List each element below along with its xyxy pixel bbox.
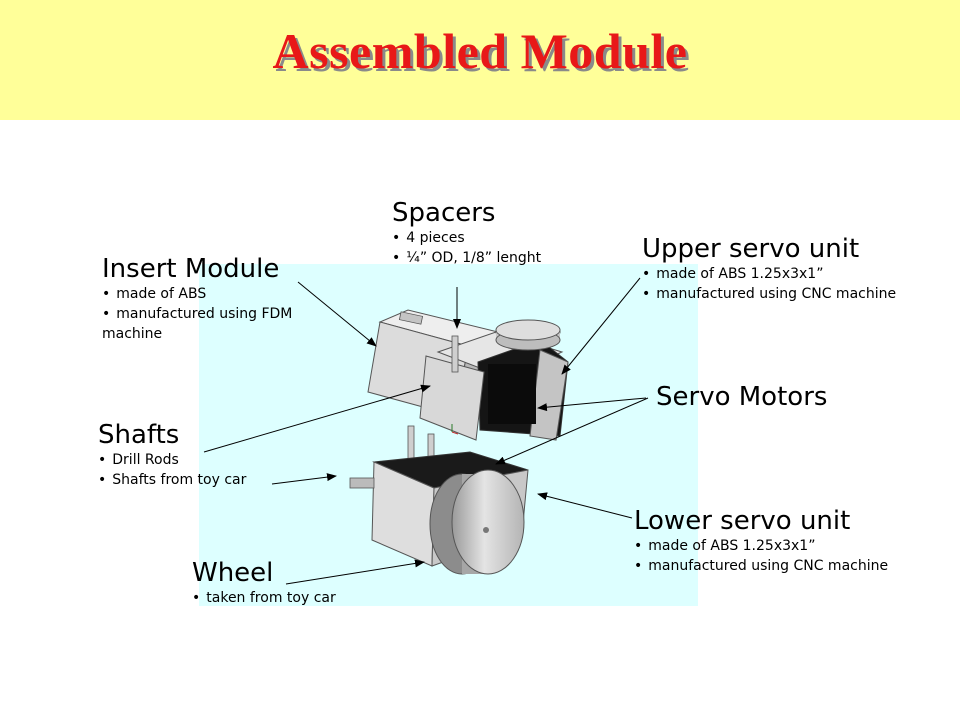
list-item: manufactured using CNC machine — [634, 556, 888, 576]
servo-motors-heading: Servo Motors — [656, 382, 828, 412]
list-item: Shafts from toy car — [98, 470, 246, 490]
spacers-part — [407, 335, 459, 469]
wheel-part — [429, 469, 525, 575]
list-item: taken from toy car — [192, 588, 335, 608]
list-item: manufactured using CNC machine — [642, 284, 896, 304]
insert-module-bullets: made of ABS manufactured using FDM machi… — [102, 284, 334, 344]
arrow-shafts-1 — [203, 384, 431, 453]
title-band — [0, 0, 960, 120]
arrow-servo-motors-2 — [495, 397, 649, 465]
spacers-label: Spacers 4 pieces ¼” OD, 1/8” lenght — [392, 198, 541, 268]
axis-triad-icon — [451, 424, 459, 435]
lower-servo-unit-bullets: made of ABS 1.25x3x1” manufactured using… — [634, 536, 888, 576]
spacers-bullets: 4 pieces ¼” OD, 1/8” lenght — [392, 228, 541, 268]
arrow-servo-motors-1 — [537, 397, 647, 412]
list-item: made of ABS 1.25x3x1” — [634, 536, 888, 556]
list-item: ¼” OD, 1/8” lenght — [392, 248, 541, 268]
shafts-label: Shafts Drill Rods Shafts from toy car — [98, 420, 246, 490]
upper-servo-unit-part — [419, 319, 569, 441]
list-item: Drill Rods — [98, 450, 246, 470]
arrow-shafts-2 — [271, 473, 337, 485]
servo-motors-label: Servo Motors — [656, 382, 827, 412]
insert-module-heading: Insert Module — [102, 254, 280, 284]
upper-servo-unit-bullets: made of ABS 1.25x3x1” manufactured using… — [642, 264, 896, 304]
spacers-heading: Spacers — [392, 198, 496, 228]
shafts-bullets: Drill Rods Shafts from toy car — [98, 450, 246, 490]
arrow-lower-servo — [537, 492, 633, 519]
wheel-heading: Wheel — [192, 558, 274, 588]
wheel-label: Wheel taken from toy car — [192, 558, 336, 608]
list-item: made of ABS 1.25x3x1” — [642, 264, 896, 284]
list-item: 4 pieces — [392, 228, 541, 248]
lower-servo-unit-heading: Lower servo unit — [634, 506, 851, 536]
list-item: made of ABS — [102, 284, 334, 304]
wheel-bullets: taken from toy car — [192, 588, 335, 608]
lower-servo-unit-label: Lower servo unit made of ABS 1.25x3x1” m… — [634, 506, 888, 576]
arrow-upper-servo — [561, 277, 641, 375]
upper-servo-unit-heading: Upper servo unit — [642, 234, 860, 264]
arrow-wheel — [285, 559, 425, 585]
slide-title: Assembled Module — [272, 23, 688, 79]
list-item: manufactured using FDM machine — [102, 304, 334, 344]
shafts-heading: Shafts — [98, 420, 180, 450]
upper-servo-unit-label: Upper servo unit made of ABS 1.25x3x1” m… — [642, 234, 896, 304]
insert-module-label: Insert Module made of ABS manufactured u… — [102, 254, 334, 344]
callout-arrows — [203, 277, 649, 585]
